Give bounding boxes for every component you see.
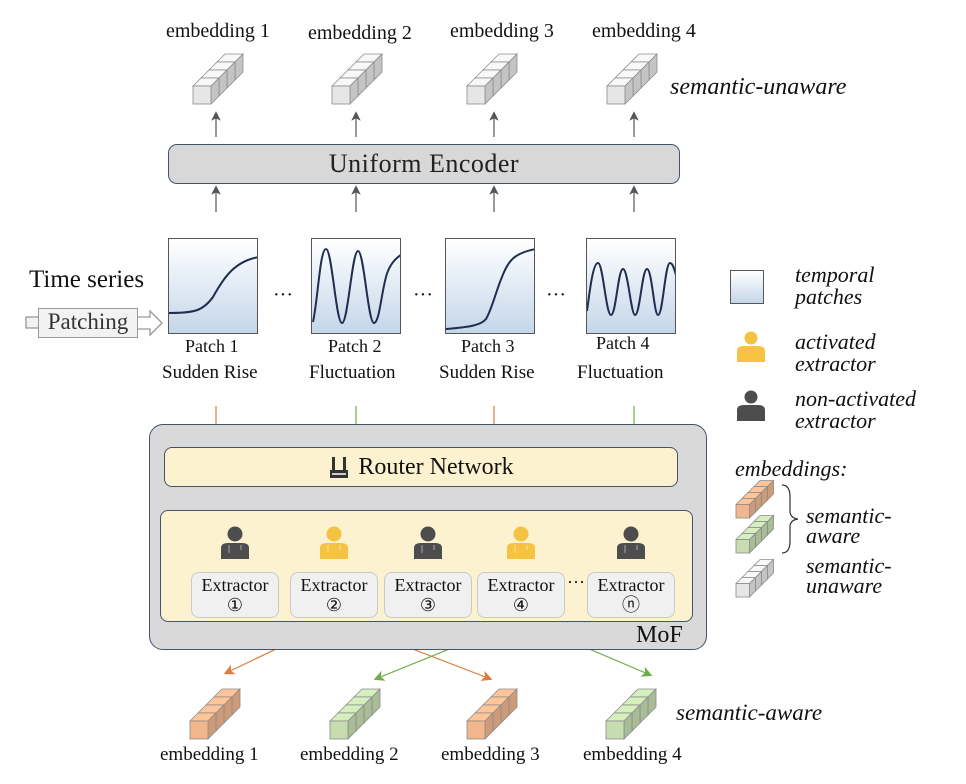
- activated-extractor-icon: [507, 526, 535, 559]
- uniform-encoder-label: Uniform Encoder: [328, 149, 520, 178]
- legend-semantic-aware-label: semantic- aware: [806, 503, 892, 548]
- top-embedding-label-1: embedding 1: [166, 20, 270, 42]
- patch-2-name: Patch 2: [328, 336, 382, 356]
- patch-2-curve: [312, 247, 400, 325]
- patch-1-curve: [169, 256, 257, 314]
- router-icon: [330, 457, 349, 478]
- patch-3-type: Sudden Rise: [439, 362, 535, 383]
- extractor-ellipsis: ···: [567, 572, 585, 592]
- patching-step: Patching: [38, 308, 138, 338]
- bottom-embedding-cube-1: [189, 688, 241, 740]
- legend-inactive-person-icon: [737, 390, 765, 421]
- bottom-embedding-label-1: embedding 1: [160, 744, 259, 765]
- bottom-embedding-label-3: embedding 3: [441, 744, 540, 765]
- semantic-aware-tag: semantic-aware: [676, 700, 823, 725]
- bottom-embedding-cube-4: [605, 688, 657, 740]
- legend-semantic-unaware-label: semantic- unaware: [806, 553, 892, 598]
- inactive-extractor-icon: [617, 526, 645, 559]
- extractor-label: Extractor: [597, 575, 665, 595]
- patch-4-type: Fluctuation: [577, 362, 664, 383]
- patch-3-curve: [446, 248, 534, 330]
- legend-embeddings-title: embeddings:: [735, 456, 848, 481]
- ellipsis-1: ···: [273, 284, 293, 306]
- patch-4-name: Patch 4: [596, 333, 650, 353]
- bottom-embedding-cube-3: [466, 688, 518, 740]
- patch-3-name: Patch 3: [461, 336, 515, 356]
- top-embedding-label-4: embedding 4: [592, 20, 696, 42]
- patch-2-type: Fluctuation: [309, 362, 396, 383]
- legend-temporal-patches-label: temporal patches: [795, 262, 875, 309]
- top-embedding-cube-1: [192, 53, 244, 105]
- legend-cube-green: [735, 514, 775, 554]
- legend-non-activated-label: non-activated extractor: [795, 386, 916, 433]
- extractor-index: ②: [325, 595, 343, 615]
- legend-activated-person-icon: [737, 331, 765, 362]
- legend-brace-icon: [781, 484, 799, 554]
- router-network-label: Router Network: [358, 453, 514, 480]
- extractor-index: ⓝ: [622, 595, 640, 615]
- patch-1-name: Patch 1: [185, 336, 239, 356]
- extractor-index: ④: [512, 595, 530, 615]
- time-series-label: Time series: [29, 266, 145, 293]
- patch-1-type: Sudden Rise: [162, 362, 258, 383]
- legend-cube-orange: [735, 479, 775, 519]
- patch-4-curve: [587, 261, 675, 317]
- legend-temporal-patch-swatch: [730, 270, 764, 304]
- router-network-block: Router Network: [164, 447, 678, 487]
- extractor-label: Extractor: [487, 575, 555, 595]
- mof-label: MoF: [636, 622, 683, 648]
- extractor-index: ①: [226, 595, 244, 615]
- legend-activated-label: activated extractor: [795, 329, 876, 376]
- inactive-extractor-icon: [221, 526, 249, 559]
- bottom-embedding-cube-2: [329, 688, 381, 740]
- bottom-embedding-label-4: embedding 4: [583, 744, 682, 765]
- embedding-cubes-layer: [189, 53, 775, 740]
- patch-1-plot: [168, 238, 258, 334]
- uniform-encoder-block: Uniform Encoder: [168, 144, 680, 184]
- legend-cube-gray: [735, 558, 775, 598]
- top-embedding-cube-4: [606, 53, 658, 105]
- extractor-index: ③: [419, 595, 437, 615]
- top-embedding-label-3: embedding 3: [450, 20, 554, 42]
- activated-extractor-icon: [320, 526, 348, 559]
- top-embedding-label-2: embedding 2: [308, 22, 412, 44]
- extractor-label: Extractor: [201, 575, 269, 595]
- top-embedding-cube-2: [331, 53, 383, 105]
- semantic-unaware-tag: semantic-unaware: [670, 74, 847, 100]
- patch-2-plot: [311, 238, 401, 334]
- extractor-label: Extractor: [300, 575, 368, 595]
- inactive-extractor-icon: [414, 526, 442, 559]
- patch-4-plot: [586, 238, 676, 334]
- patching-arrow-icon: [25, 309, 163, 337]
- extractor-label: Extractor: [394, 575, 462, 595]
- top-embedding-cube-3: [466, 53, 518, 105]
- ellipsis-2: ···: [413, 284, 433, 306]
- ellipsis-3: ···: [546, 284, 566, 306]
- bottom-embedding-label-2: embedding 2: [300, 744, 399, 765]
- patch-3-plot: [445, 238, 535, 334]
